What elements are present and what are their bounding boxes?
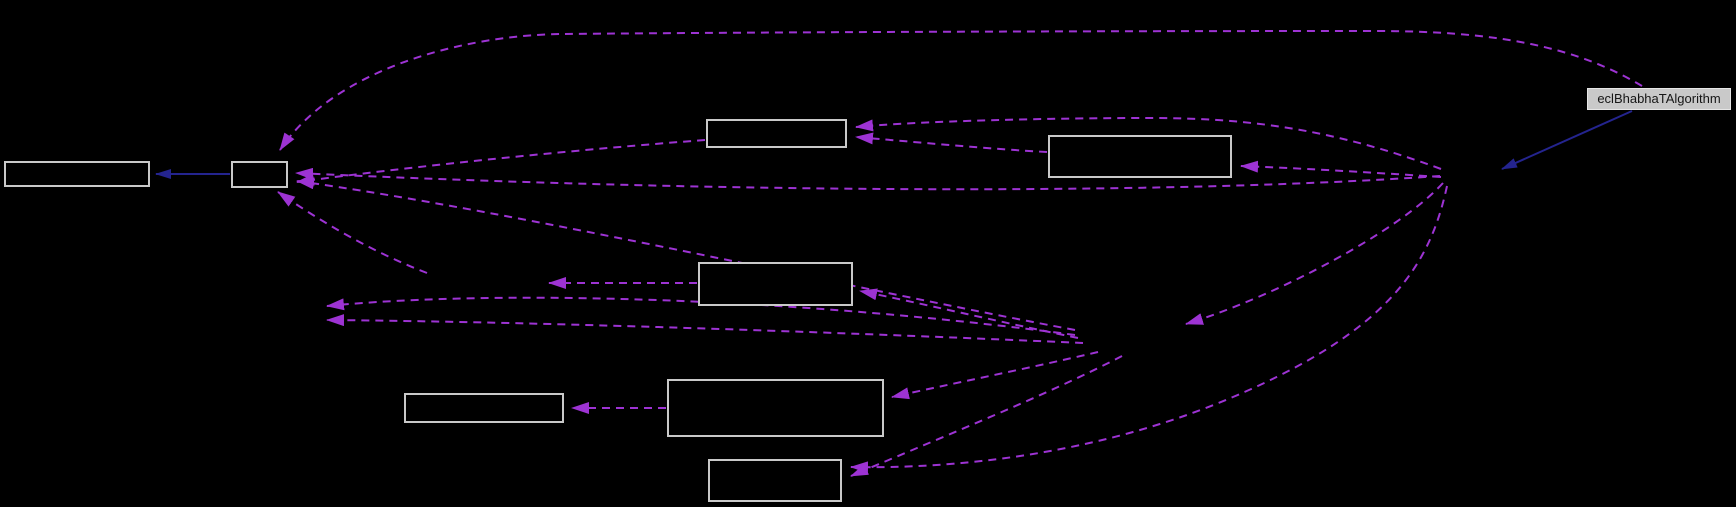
class-node-left[interactable]: [4, 161, 150, 187]
edge-uses-midhub-to-big-node: [891, 351, 1099, 400]
class-node-top-middle[interactable]: [706, 119, 847, 148]
class-node-bottom[interactable]: [708, 459, 842, 502]
edge-uses-midhub-left-lower: [326, 314, 1084, 344]
edge-uses-topmid-to-small-node: [296, 139, 706, 186]
edge-uses-lowhub-to-small-node: [277, 191, 428, 274]
edge-uses-midhub-left-upper: [326, 296, 1076, 336]
edge-uses-midhub-to-middle-node: [859, 288, 1079, 339]
edge-uses-hub-to-topmid-node: [855, 116, 1442, 170]
edge-uses-hub-to-small-node: [295, 167, 1441, 191]
class-node-small[interactable]: [231, 161, 288, 188]
edge-uses-hub-to-bottom-node: [850, 185, 1448, 474]
class-node-big[interactable]: [667, 379, 884, 437]
edge-uses-hub-to-midhub: [1185, 182, 1444, 325]
class-node-label: eclBhabhaTAlgorithm: [1597, 91, 1721, 106]
class-node-bottom-left[interactable]: [404, 393, 564, 423]
edge-uses-midhub-to-bottom-node: [850, 355, 1123, 477]
edge-uses-top-arc: [279, 29, 1643, 151]
edge-uses-upperright-to-topmid-node: [855, 132, 1048, 153]
class-node-upper-right[interactable]: [1048, 135, 1232, 178]
edge-uses-hub-to-upperright-node: [1240, 160, 1442, 178]
class-node-middle[interactable]: [698, 262, 853, 306]
edge-uses-midhub-to-small-node: [296, 177, 1076, 331]
class-node-eclBhabhaTAlgorithm: eclBhabhaTAlgorithm: [1587, 88, 1731, 110]
edge-inherit-label-to-hub: [1501, 110, 1633, 170]
